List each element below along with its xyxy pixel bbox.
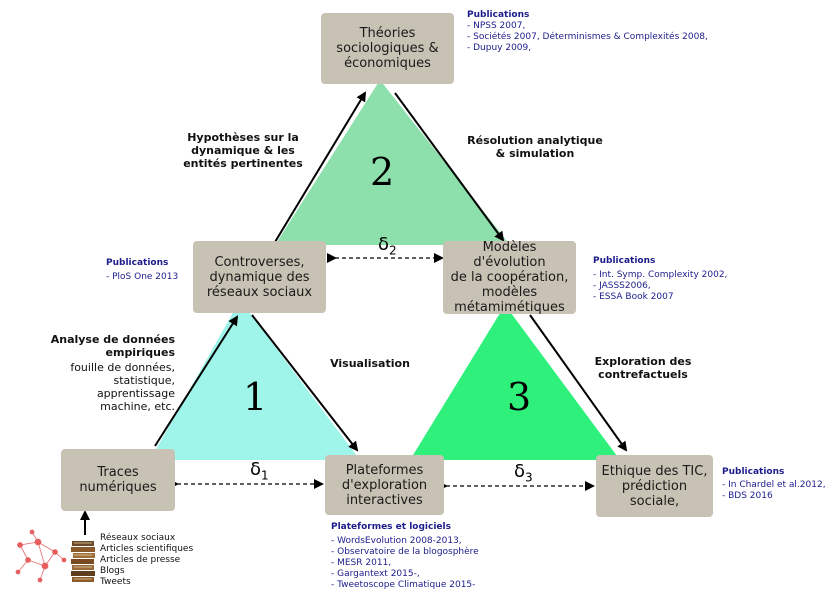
network-graph-icon	[15, 529, 67, 583]
publication-item: - Int. Symp. Complexity 2002,	[593, 270, 728, 280]
publications-platforms-title: Plateformes et logiciels	[331, 522, 451, 532]
publication-item: - PloS One 2013	[106, 272, 179, 282]
publications-left-title: Publications	[106, 258, 169, 268]
publications-left: Publications - PloS One 2013	[106, 258, 178, 283]
node-controversies: Controverses, dynamique des réseaux soci…	[193, 241, 326, 313]
triangle-3-number: 3	[507, 375, 532, 419]
node-ethics: Ethique des TIC, prédiction sociale,	[596, 455, 713, 517]
publications-platforms: Plateformes et logiciels - WordsEvolutio…	[331, 522, 479, 591]
source-item: Articles scientifiques	[100, 544, 194, 554]
publication-item: - WordsEvolution 2008-2013,	[331, 536, 462, 546]
publication-item: - Tweetoscope Climatique 2015-	[331, 580, 476, 590]
node-theories: Théories sociologiques & économiques	[321, 13, 454, 84]
triangle-1-number: 1	[243, 375, 268, 419]
sources-list: Réseaux sociaux Articles scientifiques A…	[100, 533, 193, 588]
publication-item: - BDS 2016	[722, 491, 773, 501]
label-visualisation: Visualisation	[330, 357, 410, 370]
label-hypotheses: Hypothèses sur la dynamique & les entité…	[183, 131, 303, 170]
label-analysis-title: Analyse de données empiriques	[50, 333, 175, 359]
arrow-traces-to-controversies	[154, 315, 239, 447]
source-item: Blogs	[100, 566, 125, 576]
publication-item: - ESSA Book 2007	[593, 292, 674, 302]
node-models: Modèles d'évolution de la coopération, m…	[443, 240, 576, 315]
publications-ethics-title: Publications	[722, 467, 785, 477]
publication-item: - Gargantext 2015-,	[331, 569, 420, 579]
publications-ethics: Publications - In Chardel et al.2012, - …	[722, 467, 826, 502]
publication-item: - Dupuy 2009,	[467, 43, 532, 53]
source-item: Articles de presse	[100, 555, 181, 565]
publications-right: Publications - Int. Symp. Complexity 200…	[593, 256, 727, 303]
publications-top: Publications - NPSS 2007, - Sociétés 200…	[467, 10, 708, 54]
label-exploration: Exploration des contrefactuels	[594, 355, 692, 381]
label-analysis-detail: fouille de données, statistique, apprent…	[70, 361, 175, 413]
publication-item: - MESR 2011,	[331, 558, 392, 568]
publication-item: - NPSS 2007,	[467, 21, 526, 31]
arrow-models-to-ethics	[529, 314, 628, 452]
delta-3-label: δ3	[514, 461, 533, 485]
triangle-3	[410, 305, 620, 460]
triangle-1	[150, 300, 360, 460]
label-resolution: Résolution analytique & simulation	[467, 134, 603, 160]
delta-2-label: δ2	[378, 234, 397, 258]
book-stack-icon	[71, 541, 95, 582]
publication-item: - JASSS2006,	[593, 281, 651, 291]
triangle-2-number: 2	[370, 150, 395, 194]
node-platforms: Plateformes d'exploration interactives	[325, 455, 444, 515]
arrow-controversies-to-theories	[274, 91, 367, 243]
publication-item: - In Chardel et al.2012,	[722, 480, 826, 490]
arrow-theories-to-models	[394, 92, 505, 242]
delta-1-label: δ1	[250, 459, 269, 483]
source-item: Tweets	[100, 577, 131, 587]
triangle-2	[275, 80, 510, 245]
publications-right-title: Publications	[593, 256, 656, 266]
publication-item: - Observatoire de la blogosphère	[331, 547, 479, 557]
node-traces: Traces numériques	[61, 449, 175, 511]
source-item: Réseaux sociaux	[100, 533, 176, 543]
publication-item: - Sociétés 2007, Déterminismes & Complex…	[467, 32, 708, 42]
publications-top-title: Publications	[467, 10, 530, 20]
arrow-controversies-to-platforms	[251, 314, 359, 452]
